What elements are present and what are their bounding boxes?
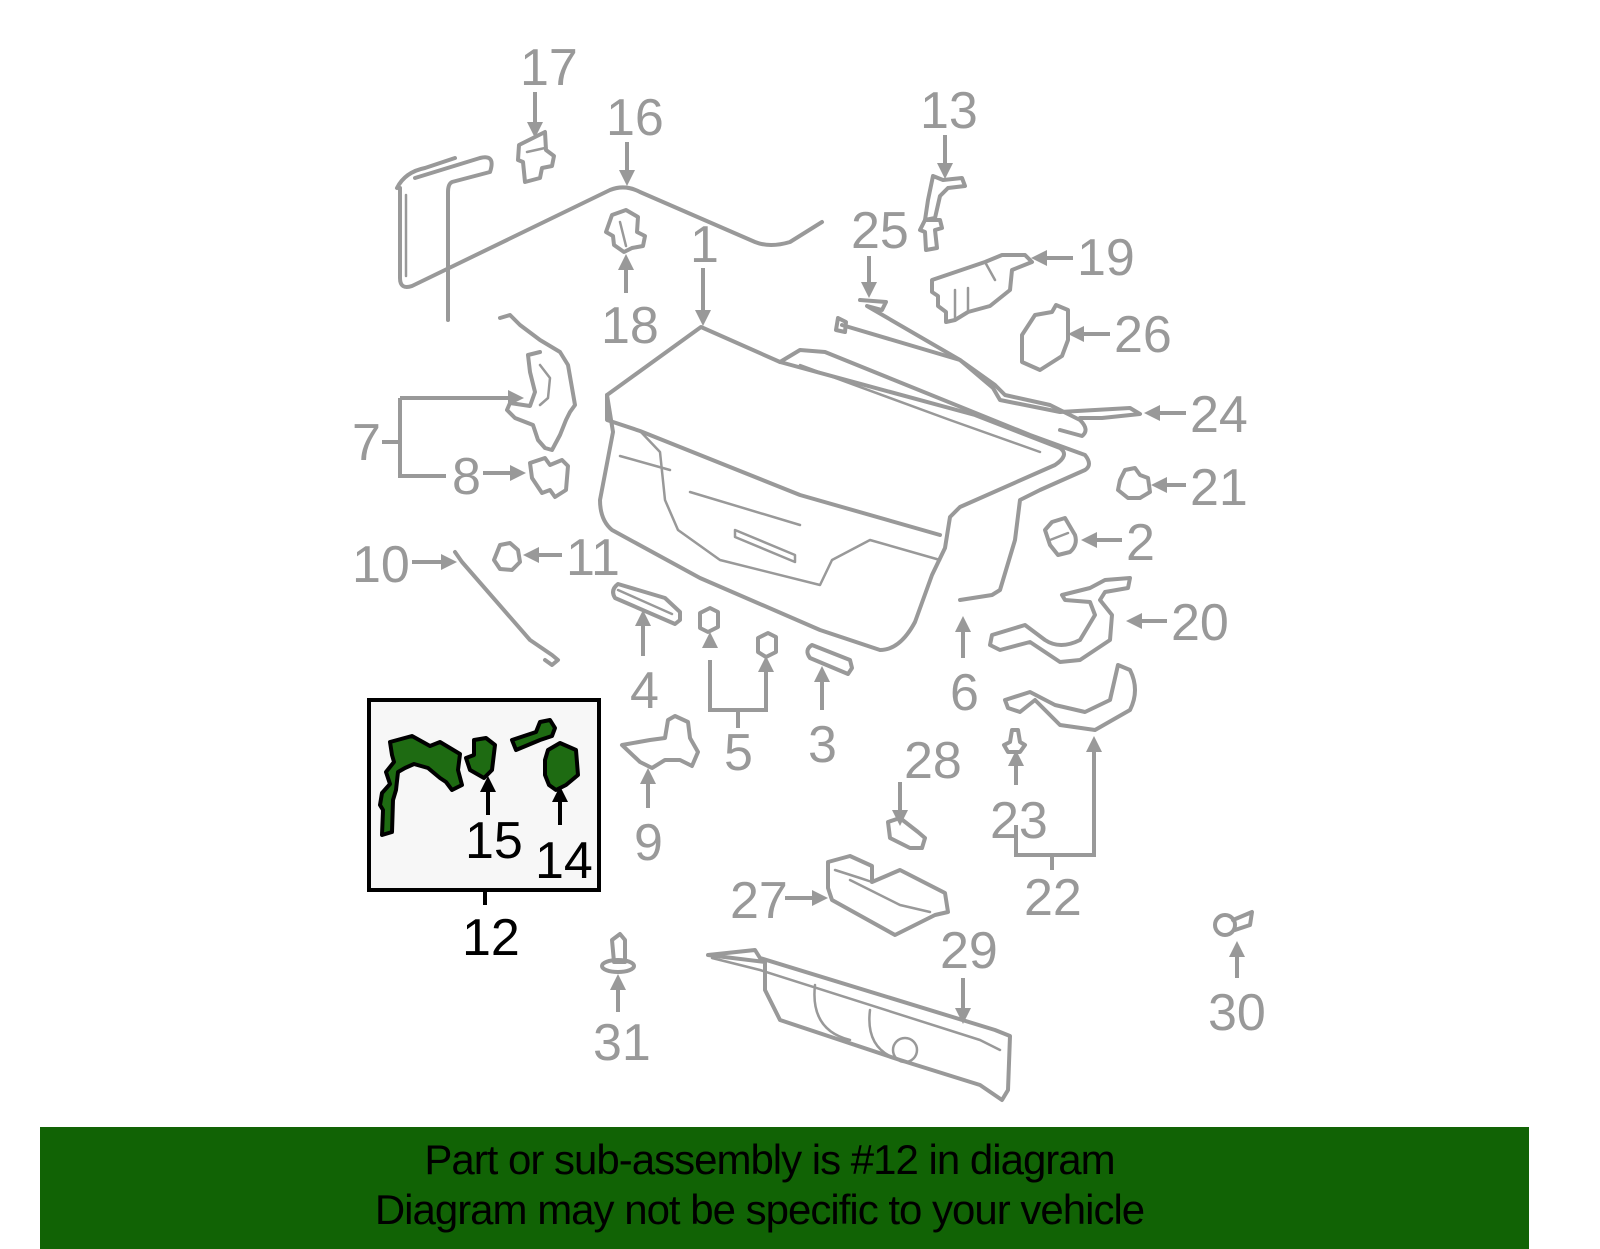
callout-29[interactable]: 29 — [940, 922, 998, 980]
callout-12[interactable]: 12 — [462, 909, 520, 967]
callout-20[interactable]: 20 — [1171, 594, 1229, 652]
callout-15[interactable]: 15 — [465, 812, 523, 870]
callout-19[interactable]: 19 — [1077, 229, 1135, 287]
part-15-clip — [464, 736, 497, 780]
banner-part-info: Part or sub-assembly is #12 in diagram — [424, 1136, 1115, 1183]
info-banner: Part or sub-assembly is #12 in diagram D… — [40, 1127, 1529, 1249]
part-13-socket — [918, 174, 967, 252]
callout-6[interactable]: 6 — [950, 664, 979, 722]
part-14-housing — [543, 741, 580, 792]
callout-25[interactable]: 25 — [851, 202, 909, 260]
callout-4[interactable]: 4 — [630, 662, 659, 720]
leader-lines — [382, 92, 1245, 1024]
part-30-clip — [1213, 910, 1254, 937]
part-1-trunk-lid — [598, 325, 1091, 652]
callout-28[interactable]: 28 — [904, 732, 962, 790]
callout-16[interactable]: 16 — [606, 89, 664, 147]
callout-18[interactable]: 18 — [601, 297, 659, 355]
part-12-bolt — [510, 718, 557, 752]
part-25-24-torsion-rods — [834, 298, 1142, 438]
part-4-bumper — [611, 582, 682, 626]
part-17-clip — [516, 130, 556, 184]
part-5-bumpers — [698, 606, 778, 659]
callout-3[interactable]: 3 — [808, 716, 837, 774]
callout-26[interactable]: 26 — [1114, 306, 1172, 364]
callout-22[interactable]: 22 — [1024, 869, 1082, 927]
callout-8[interactable]: 8 — [452, 448, 481, 506]
part-18-clip — [604, 208, 647, 254]
part-2-bumper — [1043, 516, 1078, 557]
part-31-clip — [600, 932, 636, 974]
part-9-handle — [620, 714, 700, 770]
part-23-clip — [1002, 728, 1027, 754]
part-3-bumper — [805, 643, 854, 676]
part-19-cover — [930, 253, 1034, 324]
callout-21[interactable]: 21 — [1190, 459, 1248, 517]
part-20-trim — [988, 576, 1132, 664]
callout-1[interactable]: 1 — [690, 216, 719, 274]
part-27-housing — [826, 854, 950, 937]
callout-27[interactable]: 27 — [730, 872, 788, 930]
part-10-rod — [453, 550, 560, 667]
part-16-release-cable — [395, 155, 824, 322]
part-21-clip — [1116, 466, 1152, 500]
part-8-clip — [528, 456, 570, 499]
callout-5[interactable]: 5 — [724, 724, 753, 782]
part-28-bulb — [886, 816, 927, 850]
part-11-grommet — [492, 541, 522, 572]
callout-7[interactable]: 7 — [352, 414, 381, 472]
part-12-cylinder-arm — [378, 734, 464, 837]
callout-10[interactable]: 10 — [352, 536, 410, 594]
highlight-leader-lines — [480, 776, 568, 905]
part-26-plug — [1020, 303, 1070, 372]
callout-2[interactable]: 2 — [1126, 514, 1155, 572]
callout-24[interactable]: 24 — [1190, 386, 1248, 444]
callout-30[interactable]: 30 — [1208, 984, 1266, 1042]
part-22-trim — [1003, 663, 1137, 732]
banner-disclaimer: Diagram may not be specific to your vehi… — [374, 1186, 1145, 1233]
callout-11[interactable]: 11 — [566, 529, 620, 587]
callout-31[interactable]: 31 — [593, 1014, 651, 1072]
part-29-panel — [706, 948, 1012, 1102]
callout-17[interactable]: 17 — [520, 39, 578, 97]
callout-14[interactable]: 14 — [535, 832, 593, 890]
part-7-latch — [498, 313, 577, 452]
callout-23[interactable]: 23 — [990, 792, 1048, 850]
callout-labels: 17 16 18 1 13 25 19 26 24 21 2 20 7 8 10… — [352, 39, 1266, 1072]
callout-13[interactable]: 13 — [920, 82, 978, 140]
callout-9[interactable]: 9 — [634, 814, 663, 872]
